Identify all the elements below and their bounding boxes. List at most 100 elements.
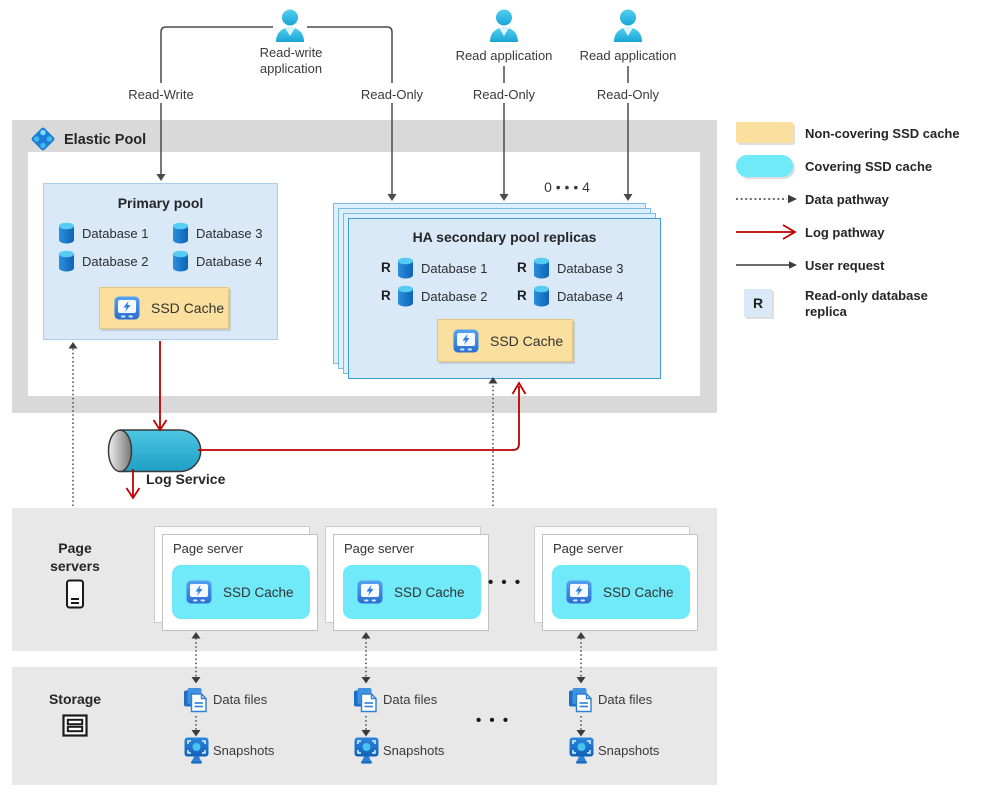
elastic-pool-icon [31, 127, 55, 151]
data-files-label: Data files [213, 692, 268, 707]
log-service-label: Log Service [146, 471, 226, 487]
database-label: Database 4 [557, 288, 624, 304]
log-service-cylinder [107, 429, 202, 473]
user-icon [276, 9, 304, 42]
replica-marker: R [381, 260, 391, 275]
ha-pool-box: HA secondary pool replicas R Database 1 … [348, 218, 661, 379]
legend-label-log-pathway: Log pathway [805, 225, 885, 240]
database-label: Database 2 [82, 253, 149, 269]
legend-log-pathway-arrow [736, 224, 797, 240]
legend-label-covering: Covering SSD cache [805, 159, 933, 174]
ssd-cache-icon [186, 580, 212, 604]
legend-label-data-pathway: Data pathway [805, 192, 889, 207]
database-icon [173, 250, 188, 272]
snapshots-label: Snapshots [598, 743, 660, 758]
page-server-card: Page server SSD Cache [534, 526, 700, 633]
page-server-ssd-cache: SSD Cache [343, 565, 481, 619]
app-label-read-2: Read application [579, 48, 677, 63]
legend-user-request-arrow [736, 261, 797, 269]
data-files-icon [354, 688, 377, 713]
page-server-card: Page server SSD Cache [154, 526, 320, 633]
database-icon [59, 222, 74, 244]
user-icon [490, 9, 518, 42]
ssd-cache-icon [357, 580, 383, 604]
storage-icon [62, 714, 88, 737]
ha-pool-title: HA secondary pool replicas [412, 229, 597, 245]
snapshots-icon [354, 737, 379, 764]
replica-marker: R [517, 260, 527, 275]
database-item: Database 4 [172, 250, 263, 272]
request-label-read-only-3: Read-Only [596, 87, 660, 102]
snapshots-label: Snapshots [213, 743, 275, 758]
page-server-title: Page server [344, 541, 415, 556]
database-icon [398, 257, 413, 279]
ssd-cache-label: SSD Cache [223, 584, 294, 600]
ha-pool-ssd-cache: SSD Cache [437, 319, 573, 362]
page-server-ssd-cache: SSD Cache [552, 565, 690, 619]
page-server-title: Page server [553, 541, 624, 556]
database-label: Database 1 [421, 260, 488, 276]
page-servers-ellipsis: • • • [488, 574, 523, 591]
page-server-ssd-cache: SSD Cache [172, 565, 310, 619]
database-icon [534, 257, 549, 279]
page-server-card-front: Page server SSD Cache [333, 534, 489, 631]
ssd-cache-label: SSD Cache [490, 332, 564, 349]
primary-pool-title: Primary pool [117, 195, 204, 211]
legend-label-replica: Read-only database replica [805, 288, 928, 319]
replica-range-label: 0 • • • 4 [544, 179, 590, 195]
database-item: Database 3 [533, 257, 624, 279]
database-label: Database 4 [196, 253, 263, 269]
database-item: Database 2 [397, 285, 488, 307]
legend-label-user-request: User request [805, 258, 885, 273]
storage-section-label: Storage [48, 691, 102, 707]
database-label: Database 3 [557, 260, 624, 276]
user-icon [614, 9, 642, 42]
legend-swatch-non-covering [736, 122, 793, 143]
page-server-card: Page server SSD Cache [325, 526, 491, 633]
snapshots-label: Snapshots [383, 743, 445, 758]
database-icon [534, 285, 549, 307]
database-item: Database 4 [533, 285, 624, 307]
ssd-cache-icon [566, 580, 592, 604]
snapshots-icon [569, 737, 594, 764]
page-server-card-front: Page server SSD Cache [542, 534, 698, 631]
replica-marker: R [517, 288, 527, 303]
ssd-cache-label: SSD Cache [151, 300, 225, 316]
data-files-label: Data files [383, 692, 438, 707]
storage-ellipsis: • • • [476, 712, 511, 729]
page-server-card-front: Page server SSD Cache [162, 534, 318, 631]
ssd-cache-label: SSD Cache [394, 584, 465, 600]
ssd-cache-label: SSD Cache [603, 584, 674, 600]
legend-swatch-covering [736, 155, 793, 177]
snapshots-icon [184, 737, 209, 764]
ssd-cache-icon [453, 329, 479, 352]
data-files-icon [184, 688, 207, 713]
page-server-title: Page server [173, 541, 244, 556]
elastic-pool-title: Elastic Pool [64, 132, 147, 148]
request-label-read-only-1: Read-Only [360, 87, 424, 102]
page-servers-section-label: Page servers [50, 540, 100, 574]
request-label-read-only-2: Read-Only [472, 87, 536, 102]
database-item: Database 3 [172, 222, 263, 244]
database-label: Database 2 [421, 288, 488, 304]
app-label-read-write: Read-write application [259, 45, 323, 76]
database-label: Database 1 [82, 225, 149, 241]
request-label-read-write: Read-Write [128, 87, 194, 102]
replica-marker: R [381, 288, 391, 303]
page-servers-icon [66, 579, 84, 609]
data-files-icon [569, 688, 592, 713]
database-icon [173, 222, 188, 244]
database-icon [59, 250, 74, 272]
primary-pool-box: Primary pool Database 1 Database 2 Datab… [43, 183, 278, 340]
storage-section [12, 667, 717, 785]
legend-label-non-covering: Non-covering SSD cache [805, 126, 960, 141]
database-item: Database 2 [58, 250, 149, 272]
primary-pool-ssd-cache: SSD Cache [99, 287, 229, 329]
data-files-label: Data files [598, 692, 653, 707]
legend-data-pathway-arrow [736, 194, 797, 204]
ha-pool-stack: HA secondary pool replicas R Database 1 … [333, 203, 663, 381]
ssd-cache-icon [114, 296, 140, 320]
database-label: Database 3 [196, 225, 263, 241]
legend-replica-marker: R [744, 289, 772, 317]
